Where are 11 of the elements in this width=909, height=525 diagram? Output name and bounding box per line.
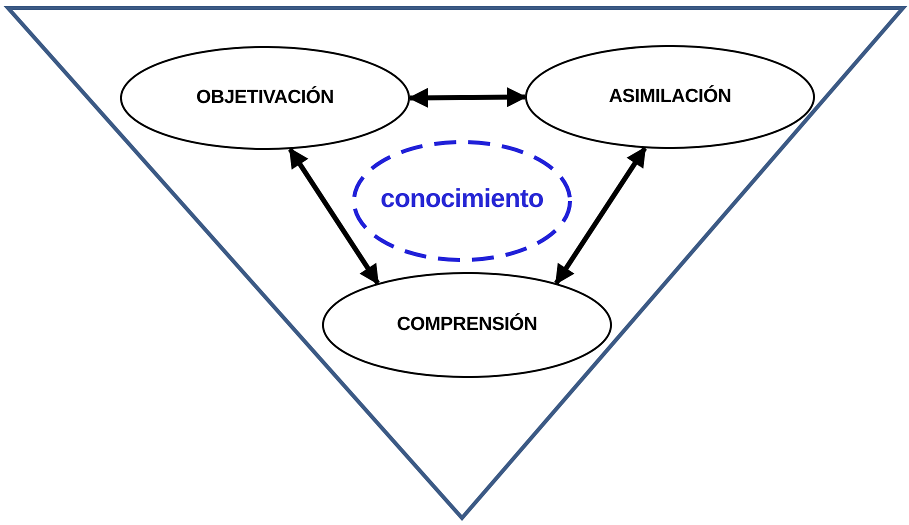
double-arrow (288, 148, 380, 285)
oval-node (322, 272, 612, 378)
concept-label: conocimiento (380, 182, 544, 214)
node-label: OBJETIVACIÓN (196, 87, 334, 109)
double-arrow (554, 146, 647, 285)
oval-node (120, 46, 410, 150)
node-label: COMPRENSIÓN (396, 314, 538, 336)
oval-node (525, 45, 815, 149)
node-label: ASIMILACIÓN (608, 86, 732, 108)
double-arrow (408, 87, 527, 108)
dashed-oval (352, 140, 572, 262)
